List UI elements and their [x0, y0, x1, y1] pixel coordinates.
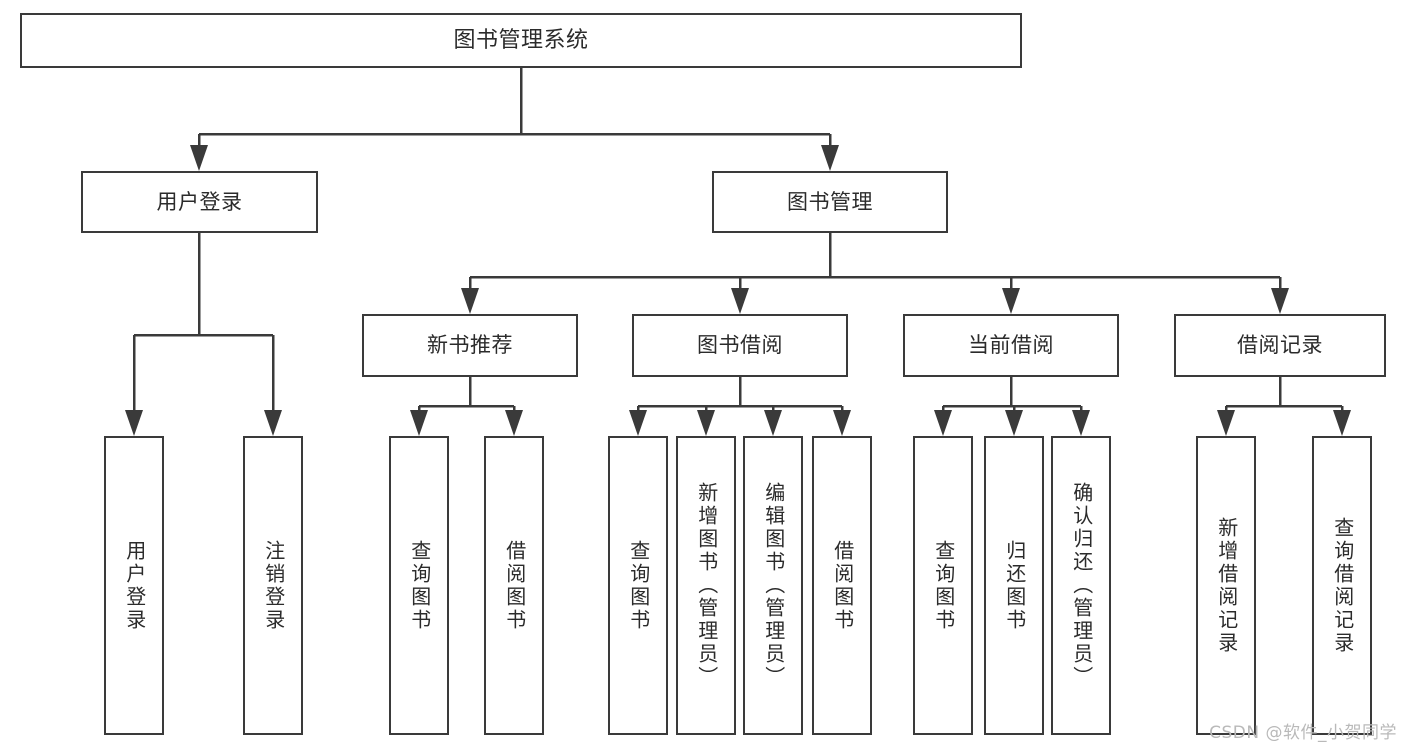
- node-label-user-login: 用户登录: [156, 189, 243, 214]
- node-leaf-return-book[interactable]: 归还图书: [984, 436, 1044, 735]
- node-label-leaf-borrow-book: 借阅图书: [830, 539, 855, 632]
- arrow-head-book-borrow-to-leaves-0: [629, 410, 647, 436]
- node-root[interactable]: 图书管理系统: [20, 13, 1022, 68]
- arrow-head-new-book-recommend-to-leaves-0: [410, 410, 428, 436]
- node-book-borrow[interactable]: 图书借阅: [632, 314, 848, 377]
- node-label-leaf-confirm-return: 确认归还（管理员）: [1069, 482, 1094, 689]
- node-leaf-query-record[interactable]: 查询借阅记录: [1312, 436, 1372, 735]
- node-label-leaf-logout: 注销登录: [261, 539, 286, 632]
- arrow-head-new-book-recommend-to-leaves-1: [505, 410, 523, 436]
- node-leaf-query-book-recommend[interactable]: 查询图书: [389, 436, 449, 735]
- node-label-book-management: 图书管理: [787, 189, 873, 214]
- arrow-head-current-borrow-to-leaves-1: [1005, 410, 1023, 436]
- arrow-head-current-borrow-to-leaves-0: [934, 410, 952, 436]
- arrow-head-user-login-to-leaves-0: [125, 410, 143, 436]
- arrow-head-borrow-record-to-leaves-1: [1333, 410, 1351, 436]
- node-leaf-add-book[interactable]: 新增图书（管理员）: [676, 436, 736, 735]
- arrow-head-borrow-record-to-leaves-0: [1217, 410, 1235, 436]
- node-label-leaf-query-book-borrow: 查询图书: [626, 539, 651, 632]
- node-label-leaf-edit-book: 编辑图书（管理员）: [761, 482, 786, 689]
- node-leaf-borrow-book[interactable]: 借阅图书: [812, 436, 872, 735]
- node-label-current-borrow: 当前借阅: [968, 333, 1054, 358]
- arrow-head-book-borrow-to-leaves-2: [764, 410, 782, 436]
- arrow-head-book-management-to-level3-1: [731, 288, 749, 314]
- node-label-leaf-user-login: 用户登录: [122, 539, 147, 632]
- node-label-leaf-add-record: 新增借阅记录: [1214, 516, 1239, 655]
- node-label-root: 图书管理系统: [453, 27, 589, 53]
- arrow-head-book-borrow-to-leaves-3: [833, 410, 851, 436]
- node-label-leaf-borrow-book-recommend: 借阅图书: [502, 539, 527, 632]
- node-label-new-book-recommend: 新书推荐: [427, 333, 513, 358]
- node-leaf-edit-book[interactable]: 编辑图书（管理员）: [743, 436, 803, 735]
- node-leaf-query-book-current[interactable]: 查询图书: [913, 436, 973, 735]
- arrow-head-book-borrow-to-leaves-1: [697, 410, 715, 436]
- arrow-head-user-login-to-leaves-1: [264, 410, 282, 436]
- node-new-book-recommend[interactable]: 新书推荐: [362, 314, 578, 377]
- arrow-head-root-to-level2-1: [821, 145, 839, 171]
- node-label-leaf-query-book-current: 查询图书: [931, 539, 956, 632]
- node-leaf-add-record[interactable]: 新增借阅记录: [1196, 436, 1256, 735]
- node-label-leaf-add-book: 新增图书（管理员）: [694, 482, 719, 689]
- node-current-borrow[interactable]: 当前借阅: [903, 314, 1119, 377]
- node-label-borrow-record: 借阅记录: [1237, 333, 1323, 358]
- node-user-login[interactable]: 用户登录: [81, 171, 318, 233]
- node-label-leaf-query-record: 查询借阅记录: [1330, 516, 1355, 655]
- arrow-head-book-management-to-level3-0: [461, 288, 479, 314]
- arrow-head-book-management-to-level3-3: [1271, 288, 1289, 314]
- node-leaf-query-book-borrow[interactable]: 查询图书: [608, 436, 668, 735]
- node-leaf-user-login[interactable]: 用户登录: [104, 436, 164, 735]
- arrow-head-current-borrow-to-leaves-2: [1072, 410, 1090, 436]
- node-book-management[interactable]: 图书管理: [712, 171, 948, 233]
- node-leaf-borrow-book-recommend[interactable]: 借阅图书: [484, 436, 544, 735]
- node-borrow-record[interactable]: 借阅记录: [1174, 314, 1386, 377]
- watermark-text: CSDN @软件_小贺同学: [1209, 723, 1397, 743]
- node-label-leaf-return-book: 归还图书: [1002, 539, 1027, 632]
- node-leaf-logout[interactable]: 注销登录: [243, 436, 303, 735]
- node-label-book-borrow: 图书借阅: [697, 333, 783, 358]
- node-leaf-confirm-return[interactable]: 确认归还（管理员）: [1051, 436, 1111, 735]
- arrow-head-book-management-to-level3-2: [1002, 288, 1020, 314]
- node-label-leaf-query-book-recommend: 查询图书: [407, 539, 432, 632]
- arrow-head-root-to-level2-0: [190, 145, 208, 171]
